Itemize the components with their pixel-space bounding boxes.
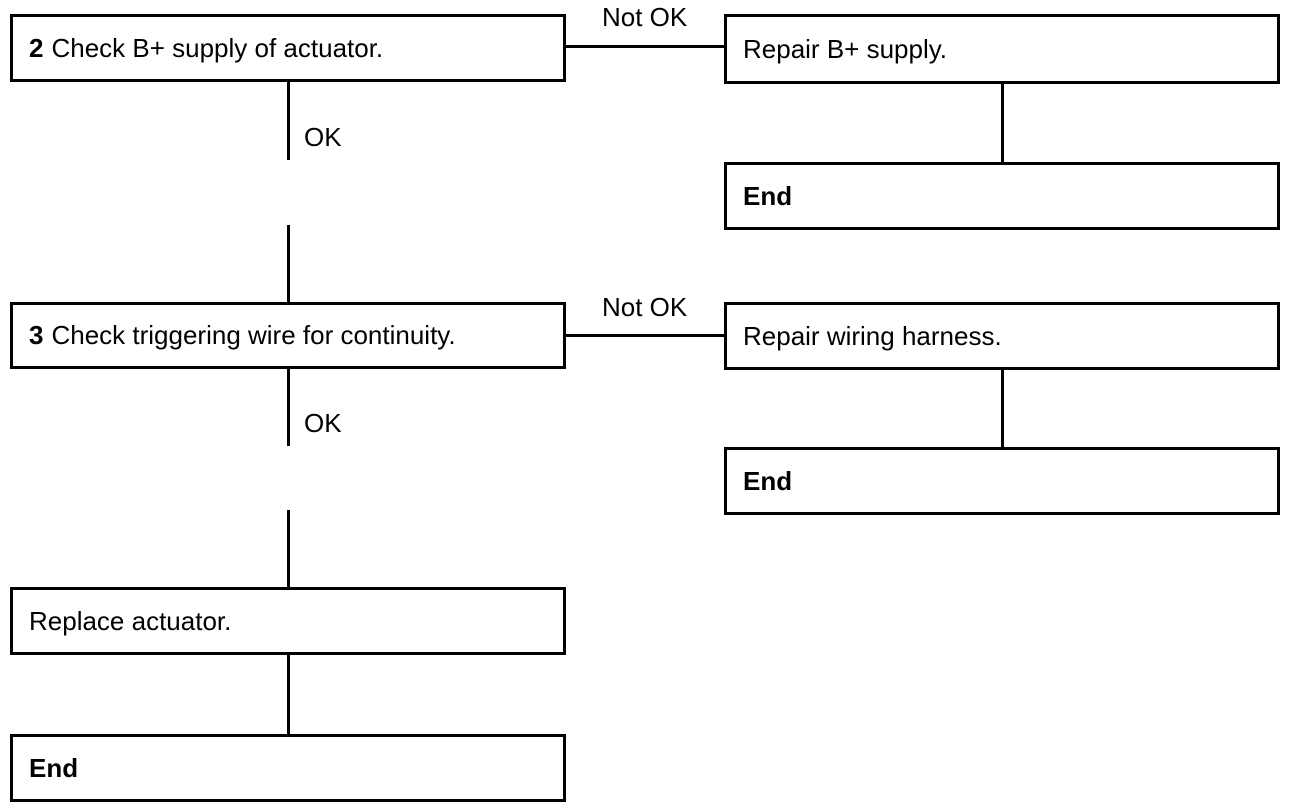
step2-number: 2 (29, 32, 44, 63)
repair-wiring-text: Repair wiring harness. (743, 320, 1002, 351)
final-end-text: End (29, 752, 79, 783)
step3-end-text: End (743, 465, 793, 496)
repair-b-supply-text: Repair B+ supply. (743, 33, 948, 64)
step3-not-ok-label: Not OK (602, 292, 688, 322)
replace-actuator-text: Replace actuator. (29, 605, 232, 636)
replace-actuator-box: Replace actuator. (10, 587, 566, 655)
connector-step3-ok-lower (287, 510, 290, 590)
connector-step3-ok-upper (287, 366, 290, 446)
connector-step2-ok-upper (287, 80, 290, 160)
connector-repair-wiring-end (1001, 368, 1004, 450)
step2-box: 2 Check B+ supply of actuator. (10, 14, 566, 82)
connector-repair-b-end (1001, 82, 1004, 164)
connector-step2-not-ok (564, 45, 726, 48)
step2-end-box: End (724, 162, 1280, 230)
step2-not-ok-label: Not OK (602, 2, 688, 32)
step2-text: Check B+ supply of actuator. (51, 32, 384, 63)
step2-end-text: End (743, 180, 793, 211)
step2-ok-label: OK (304, 122, 342, 152)
step3-number: 3 (29, 320, 44, 350)
connector-step2-ok-lower (287, 225, 290, 305)
step3-end-box: End (724, 447, 1280, 515)
connector-step3-not-ok (564, 334, 726, 337)
final-end-box: End (10, 734, 566, 802)
repair-wiring-box: Repair wiring harness. (724, 302, 1280, 370)
step3-ok-label: OK (304, 408, 342, 438)
repair-b-supply-box: Repair B+ supply. (724, 14, 1280, 84)
connector-replace-end (287, 653, 290, 737)
step3-text: Check triggering wire for continuity. (51, 320, 456, 350)
step3-box: 3 Check triggering wire for continuity. (10, 302, 566, 369)
